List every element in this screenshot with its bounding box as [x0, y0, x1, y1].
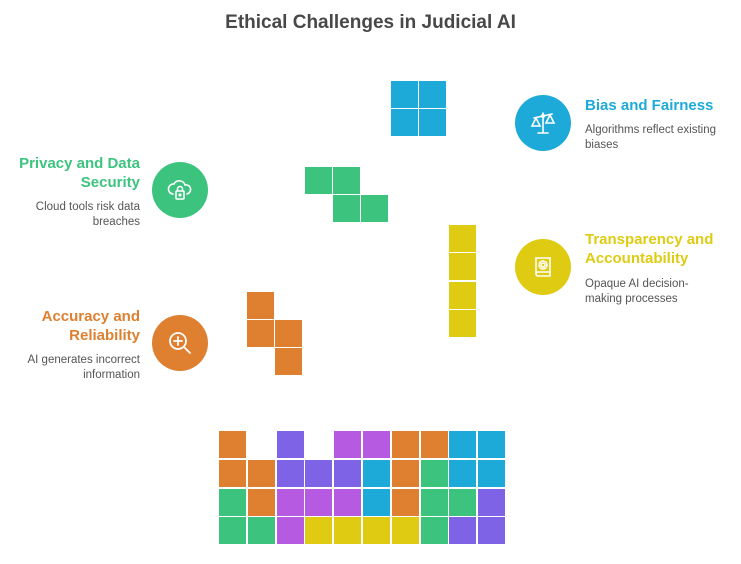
- yellow-i-piece-block: [449, 253, 476, 280]
- grid-block: [449, 517, 477, 545]
- grid-block: [391, 459, 419, 487]
- bias-description: Algorithms reflect existing biases: [585, 124, 717, 151]
- privacy-description: Cloud tools risk data breaches: [35, 201, 140, 228]
- grid-block: [478, 488, 506, 516]
- transparency-description: Opaque AI decision-making processes: [585, 278, 689, 305]
- transparency-heading: Transparency and Accountability: [585, 231, 714, 267]
- green-z-piece-block: [361, 195, 388, 222]
- grid-block: [478, 459, 506, 487]
- grid-block: [420, 488, 448, 516]
- grid-block: [449, 488, 477, 516]
- bias-heading: Bias and Fairness: [585, 97, 714, 114]
- orange-s-piece-block: [247, 320, 274, 347]
- cloud-lock-icon: [152, 162, 208, 218]
- grid-block: [420, 431, 448, 458]
- grid-block: [391, 488, 419, 516]
- orange-s-piece-block: [275, 348, 302, 375]
- grid-block: [219, 517, 246, 545]
- grid-block: [363, 459, 390, 487]
- blue-square-piece-block: [419, 81, 446, 108]
- grid-block: [276, 431, 304, 458]
- grid-block: [334, 488, 362, 516]
- green-z-piece-block: [333, 195, 360, 222]
- grid-block: [478, 431, 506, 458]
- orange-s-piece-block: [275, 320, 302, 347]
- yellow-i-piece-block: [449, 282, 476, 309]
- grid-block: [363, 431, 390, 458]
- grid-block: [305, 517, 333, 545]
- orange-s-piece-block: [247, 292, 274, 319]
- grid-block: [334, 517, 362, 545]
- scales-icon: [515, 95, 571, 151]
- privacy-heading: Privacy and Data Security: [19, 155, 140, 191]
- grid-block: [276, 459, 304, 487]
- grid-block: [420, 459, 448, 487]
- accuracy-heading: Accuracy and Reliability: [41, 308, 140, 344]
- grid-block: [391, 431, 419, 458]
- grid-block: [449, 459, 477, 487]
- grid-block: [219, 488, 246, 516]
- yellow-i-piece-block: [449, 225, 476, 252]
- grid-block: [276, 517, 304, 545]
- grid-block: [363, 488, 390, 516]
- grid-block: [391, 517, 419, 545]
- grid-block: [247, 459, 275, 487]
- book-gear-icon: [515, 239, 571, 295]
- green-z-piece-block: [333, 167, 360, 194]
- grid-block: [334, 431, 362, 458]
- blue-square-piece-block: [391, 109, 418, 136]
- blue-square-piece-block: [419, 109, 446, 136]
- grid-block: [276, 488, 304, 516]
- grid-block: [363, 517, 390, 545]
- accuracy-description: AI generates incorrect information: [27, 354, 140, 381]
- grid-block: [334, 459, 362, 487]
- grid-block: [247, 488, 275, 516]
- blue-square-piece-block: [391, 81, 418, 108]
- grid-block: [305, 488, 333, 516]
- grid-block: [478, 517, 506, 545]
- page-title: Ethical Challenges in Judicial AI: [225, 12, 516, 33]
- grid-block: [219, 431, 246, 458]
- magnify-plus-icon: [152, 315, 208, 371]
- green-z-piece-block: [305, 167, 332, 194]
- grid-block: [420, 517, 448, 545]
- grid-block: [449, 431, 477, 458]
- grid-block: [247, 517, 275, 545]
- grid-block: [305, 459, 333, 487]
- grid-block: [219, 459, 246, 487]
- yellow-i-piece-block: [449, 310, 476, 337]
